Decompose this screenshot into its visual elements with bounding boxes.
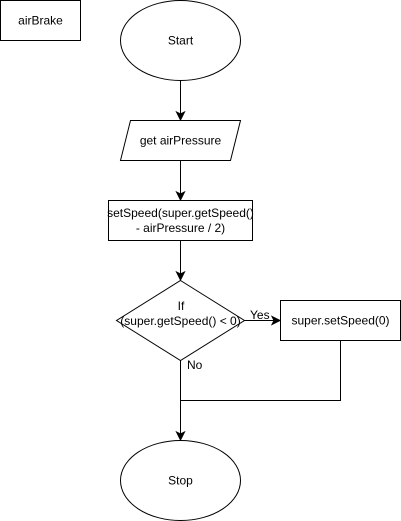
input-node: get airPressure: [119, 120, 242, 161]
edge-decision-yes: Yes: [244, 308, 282, 326]
decision-label-line2: (super.getSpeed() < 0): [120, 314, 240, 328]
title-text: airBrake: [18, 14, 63, 28]
no-label: No: [187, 358, 203, 372]
arrow-icon: [175, 110, 186, 122]
decision-node: If (super.getSpeed() < 0): [115, 279, 246, 362]
process-label-line2: - airPressure / 2): [136, 221, 225, 235]
stop-node: Stop: [120, 440, 241, 521]
edge-input-to-process: [175, 160, 186, 202]
edge-line: [180, 340, 341, 401]
edge-process-to-decision: [175, 240, 186, 282]
process-node: setSpeed(super.getSpeed() - airPressure …: [107, 200, 254, 241]
yes-label: Yes: [250, 308, 270, 322]
input-label: get airPressure: [140, 134, 222, 148]
start-node: Start: [120, 0, 241, 81]
edge-start-to-input: [175, 80, 186, 122]
edge-yes-action-to-merge: [180, 340, 341, 401]
title-box: airBrake: [0, 0, 81, 41]
arrow-icon: [175, 190, 186, 202]
title-box-border: [0, 0, 81, 41]
yes-action-label: super.setSpeed(0): [291, 314, 389, 328]
start-label: Start: [168, 34, 194, 48]
process-label-line1: setSpeed(super.getSpeed(): [107, 206, 254, 220]
input-parallelogram: [119, 120, 242, 161]
yes-action-node: super.setSpeed(0): [280, 300, 401, 341]
decision-label-line1: If: [178, 299, 185, 313]
edge-decision-no: No: [175, 358, 203, 442]
arrow-icon: [270, 315, 282, 326]
arrow-icon: [175, 270, 186, 282]
stop-label: Stop: [168, 474, 193, 488]
arrow-icon: [175, 430, 186, 442]
